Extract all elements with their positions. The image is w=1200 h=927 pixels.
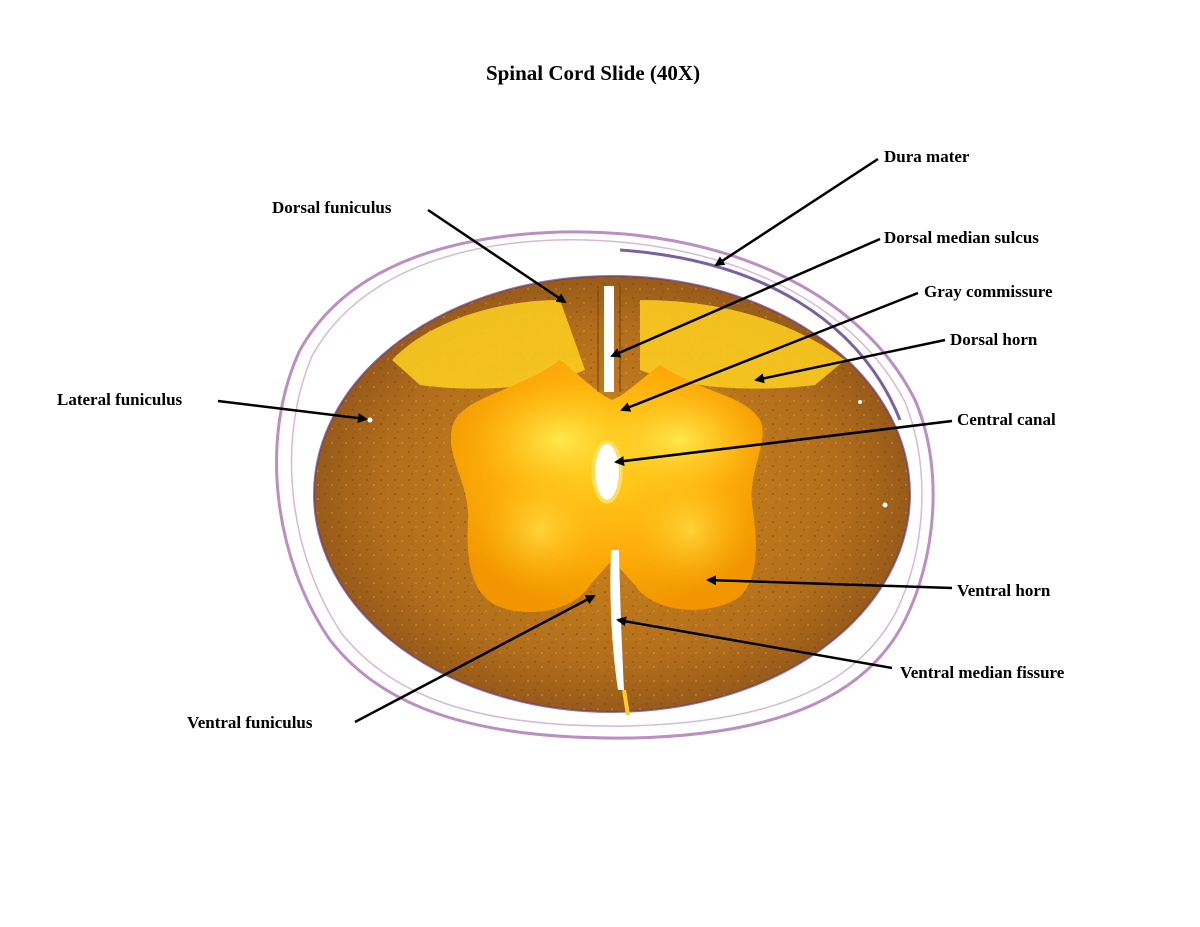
leader-arrows (217, 157, 953, 724)
label-ventral-funiculus: Ventral funiculus (187, 713, 313, 732)
label-dorsal-funiculus: Dorsal funiculus (272, 198, 392, 217)
label-dorsal-horn: Dorsal horn (950, 330, 1038, 349)
label-lateral-funiculus: Lateral funiculus (57, 390, 183, 409)
label-ventral-median-fissure: Ventral median fissure (900, 663, 1065, 682)
arrow-lateral-funiculus (217, 399, 368, 423)
dura-mater-membrane (275, 230, 935, 740)
arrow-central-canal (614, 419, 953, 466)
label-dura-mater: Dura mater (884, 147, 970, 166)
arrow-ventral-median-fissure (616, 616, 893, 670)
arrow-ventral-funiculus (354, 594, 596, 724)
label-dorsal-median-sulcus: Dorsal median sulcus (884, 228, 1039, 247)
label-ventral-horn: Ventral horn (957, 581, 1051, 600)
central-canal (595, 444, 619, 500)
label-central-canal: Central canal (957, 410, 1056, 429)
arrow-dura-mater (714, 157, 879, 267)
arrow-dorsal-median-sulcus (610, 237, 881, 358)
arrow-gray-commissure (620, 291, 919, 412)
label-gray-commissure: Gray commissure (924, 282, 1053, 301)
page-title: Spinal Cord Slide (40X) (485, 61, 701, 85)
arrow-ventral-horn (706, 575, 953, 590)
arrow-dorsal-funiculus (427, 208, 567, 304)
arrow-dorsal-horn (754, 338, 946, 384)
dorsal-median-sulcus (604, 286, 614, 392)
